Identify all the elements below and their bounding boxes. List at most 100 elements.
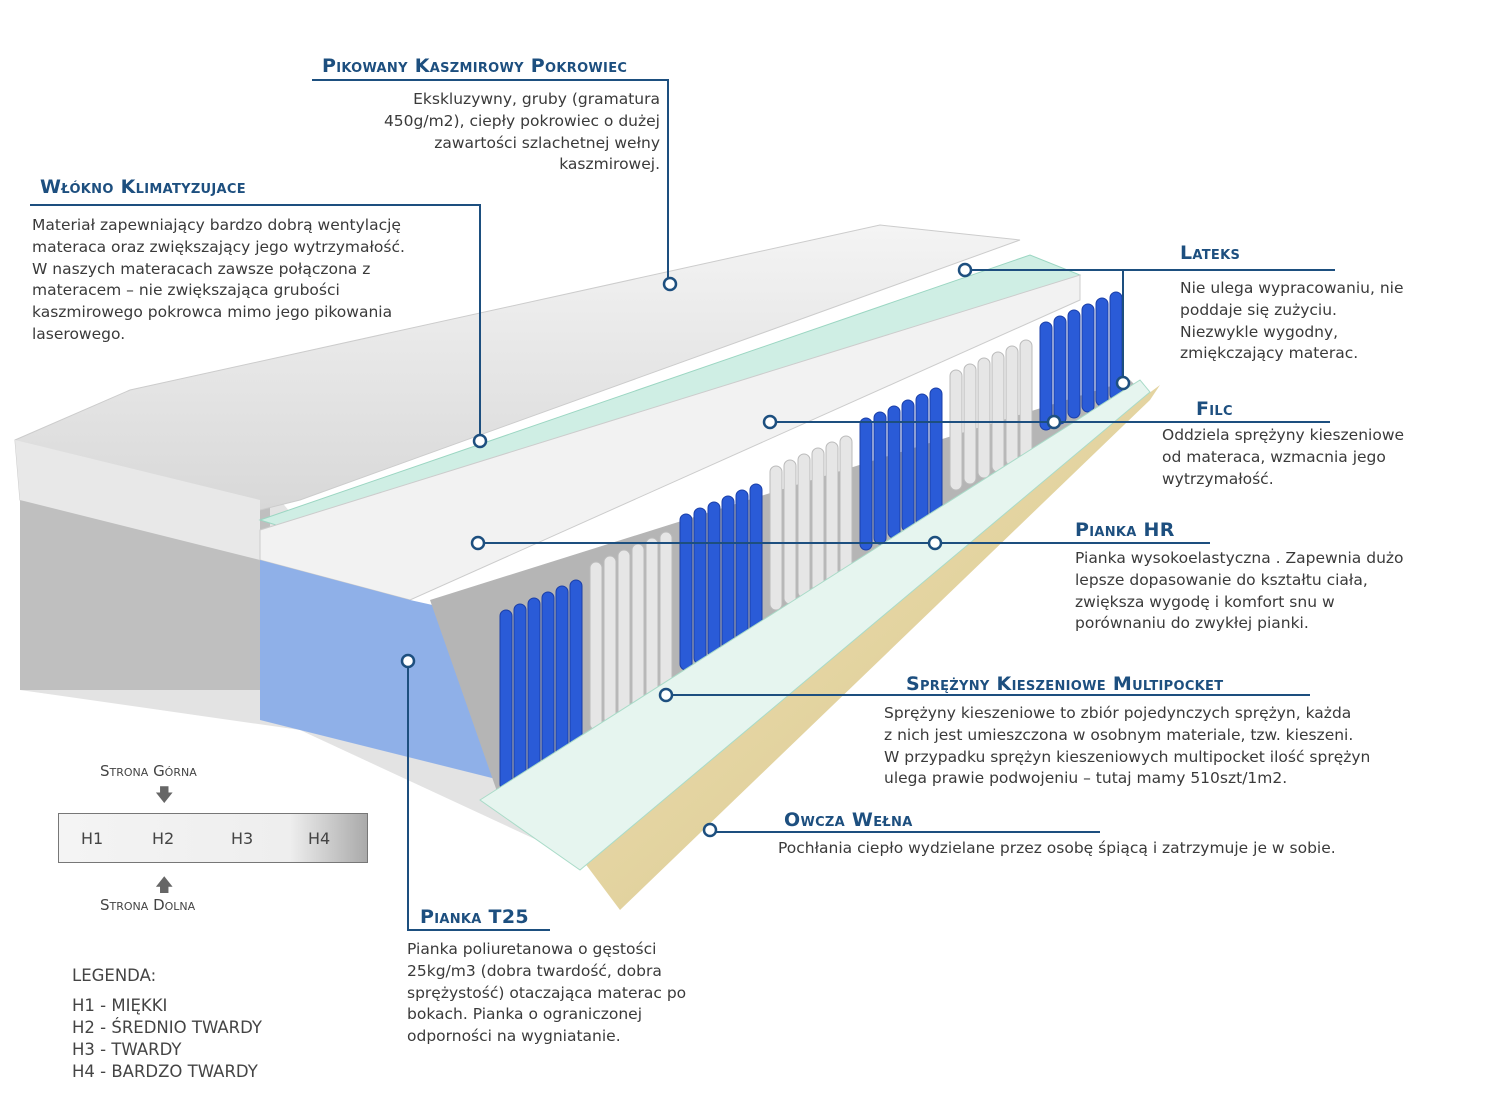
wool-description: Pochłania ciepło wydzielane przez osobę …	[778, 838, 1336, 860]
text-line: ulega prawie podwojeniu – tutaj mamy 510…	[884, 769, 1288, 788]
text-line: od materaca, wzmacnia jego	[1162, 447, 1386, 466]
felt-description: Oddziela sprężyny kieszeniowe od materac…	[1162, 425, 1404, 490]
pocket-spring	[1095, 297, 1109, 407]
pocket-spring	[901, 399, 915, 533]
text-line: 450g/m2), ciepły pokrowiec o dużej	[383, 111, 660, 130]
bottom-side-label: Strona Dolna	[100, 896, 196, 914]
firmness-level: H1	[81, 829, 104, 848]
pocket-spring	[769, 465, 783, 611]
pocket-spring	[1039, 321, 1053, 431]
pocket-spring	[541, 591, 555, 773]
bottom-latex-edge	[479, 379, 1151, 871]
pocket-spring	[721, 495, 735, 653]
pocket-spring	[1053, 315, 1067, 425]
pocket-spring	[749, 483, 763, 641]
hr-title: Pianka HR	[1075, 519, 1175, 541]
pocket-spring	[499, 609, 513, 791]
text-line: poddaje się zużyciu.	[1180, 300, 1337, 319]
pocket-spring	[797, 453, 811, 599]
text-line: Niezwykle wygodny,	[1180, 322, 1339, 341]
pocket-spring	[811, 447, 825, 593]
text-line: Nie ulega wypracowaniu, nie	[1180, 279, 1404, 297]
text-line: W naszych materacach zawsze połączona z	[32, 259, 371, 278]
pocket-spring	[1067, 309, 1081, 419]
pocket-spring	[693, 507, 707, 665]
pocket-spring	[1019, 339, 1033, 461]
hr-description: Pianka wysokoelastyczna . Zapewnia dużo …	[1075, 548, 1404, 635]
pocket-spring	[645, 537, 659, 707]
fiber-description: Materiał zapewniający bardzo dobrą wenty…	[32, 215, 405, 346]
text-line: Materiał zapewniający bardzo dobrą wenty…	[32, 216, 401, 234]
pocket-spring	[631, 543, 645, 713]
latex-description: Nie ulega wypracowaniu, nie poddaje się …	[1180, 278, 1404, 365]
text-line: zmiękczający materac.	[1180, 344, 1359, 363]
pocket-spring	[949, 369, 963, 491]
pocket-spring	[915, 393, 929, 527]
springs-description: Sprężyny kieszeniowe to zbiór pojedynczy…	[884, 703, 1370, 790]
arrow-up-icon: 🡅	[155, 875, 174, 896]
pocket-spring	[783, 459, 797, 605]
t25-title: Pianka T25	[420, 906, 529, 928]
text-line: Pochłania ciepło wydzielane przez osobę …	[778, 839, 1336, 857]
pocket-spring	[977, 357, 991, 479]
text-line: odporności na wygniatanie.	[407, 1027, 621, 1046]
legend-item: H1 - MIĘKKI	[72, 996, 168, 1015]
pocket-spring	[707, 501, 721, 659]
pocket-spring	[735, 489, 749, 647]
cover-front	[15, 440, 260, 560]
pocket-spring	[589, 561, 603, 731]
arrow-down-icon: 🡇	[155, 785, 174, 806]
text-line: materacem – nie zwiększająca grubości	[32, 281, 340, 300]
pocket-spring	[1005, 345, 1019, 467]
text-line: Pianka poliuretanowa o gęstości	[407, 940, 657, 958]
text-line: W przypadku sprężyn kieszeniowych multip…	[884, 747, 1371, 766]
text-line: 25kg/m3 (dobra twardość, dobra	[407, 961, 662, 980]
pocket-spring	[873, 411, 887, 545]
pocket-spring	[887, 405, 901, 539]
text-line: Sprężyny kieszeniowe to zbiór pojedynczy…	[884, 704, 1352, 722]
legend-item: H3 - TWARDY	[72, 1040, 182, 1059]
springs-title: Sprężyny Kieszeniowe Multipocket	[906, 673, 1224, 695]
pocket-spring	[929, 387, 943, 521]
text-line: bokach. Pianka o ograniczonej	[407, 1005, 643, 1024]
pocket-spring	[659, 531, 673, 701]
pocket-spring	[569, 579, 583, 761]
text-line: z nich jest umieszczona w osobnym materi…	[884, 725, 1354, 744]
pocket-spring	[859, 417, 873, 551]
text-line: porównaniu do zwykłej pianki.	[1075, 614, 1309, 633]
firmness-level: H2	[152, 829, 175, 848]
text-line: lepsze dopasowanie do kształtu ciała,	[1075, 570, 1368, 589]
wool-title: Owcza Wełna	[784, 809, 913, 831]
text-line: Pianka wysokoelastyczna . Zapewnia dużo	[1075, 549, 1404, 567]
cover-title: Pikowany Kaszmirowy Pokrowiec	[322, 55, 628, 77]
pocket-spring	[839, 435, 853, 581]
text-line: kaszmirowej.	[559, 155, 660, 174]
pocket-spring	[825, 441, 839, 587]
pocket-spring	[679, 513, 693, 671]
callout-lines	[30, 79, 1335, 931]
pocket-spring	[1081, 303, 1095, 413]
pocket-spring	[963, 363, 977, 485]
legend-title: LEGENDA:	[72, 966, 157, 985]
pocket-spring	[513, 603, 527, 785]
pocket-spring	[555, 585, 569, 767]
felt-title: Filc	[1196, 398, 1233, 420]
callout-dots	[400, 262, 1131, 838]
text-line: sprężystość) otaczająca materac po	[407, 983, 687, 1002]
fiber-title: Włókno Klimatyzujace	[40, 176, 246, 198]
text-line: zawartości szlachetnej wełny	[434, 133, 660, 152]
text-line: laserowego.	[32, 324, 126, 343]
t25-description: Pianka poliuretanowa o gęstości 25kg/m3 …	[407, 939, 686, 1048]
side-quilt	[20, 500, 270, 690]
pocket-spring	[617, 549, 631, 719]
latex-title: Lateks	[1180, 242, 1241, 264]
firmness-level: H4	[308, 829, 331, 848]
top-side-label: Strona Górna	[100, 762, 197, 780]
hr-foam-layer	[259, 274, 1081, 601]
wool-layer	[560, 385, 1160, 910]
text-line: Ekskluzywny, gruby (gramatura	[413, 90, 660, 108]
legend-item: H2 - ŚREDNIO TWARDY	[72, 1018, 262, 1037]
text-line: Oddziela sprężyny kieszeniowe	[1162, 426, 1405, 444]
